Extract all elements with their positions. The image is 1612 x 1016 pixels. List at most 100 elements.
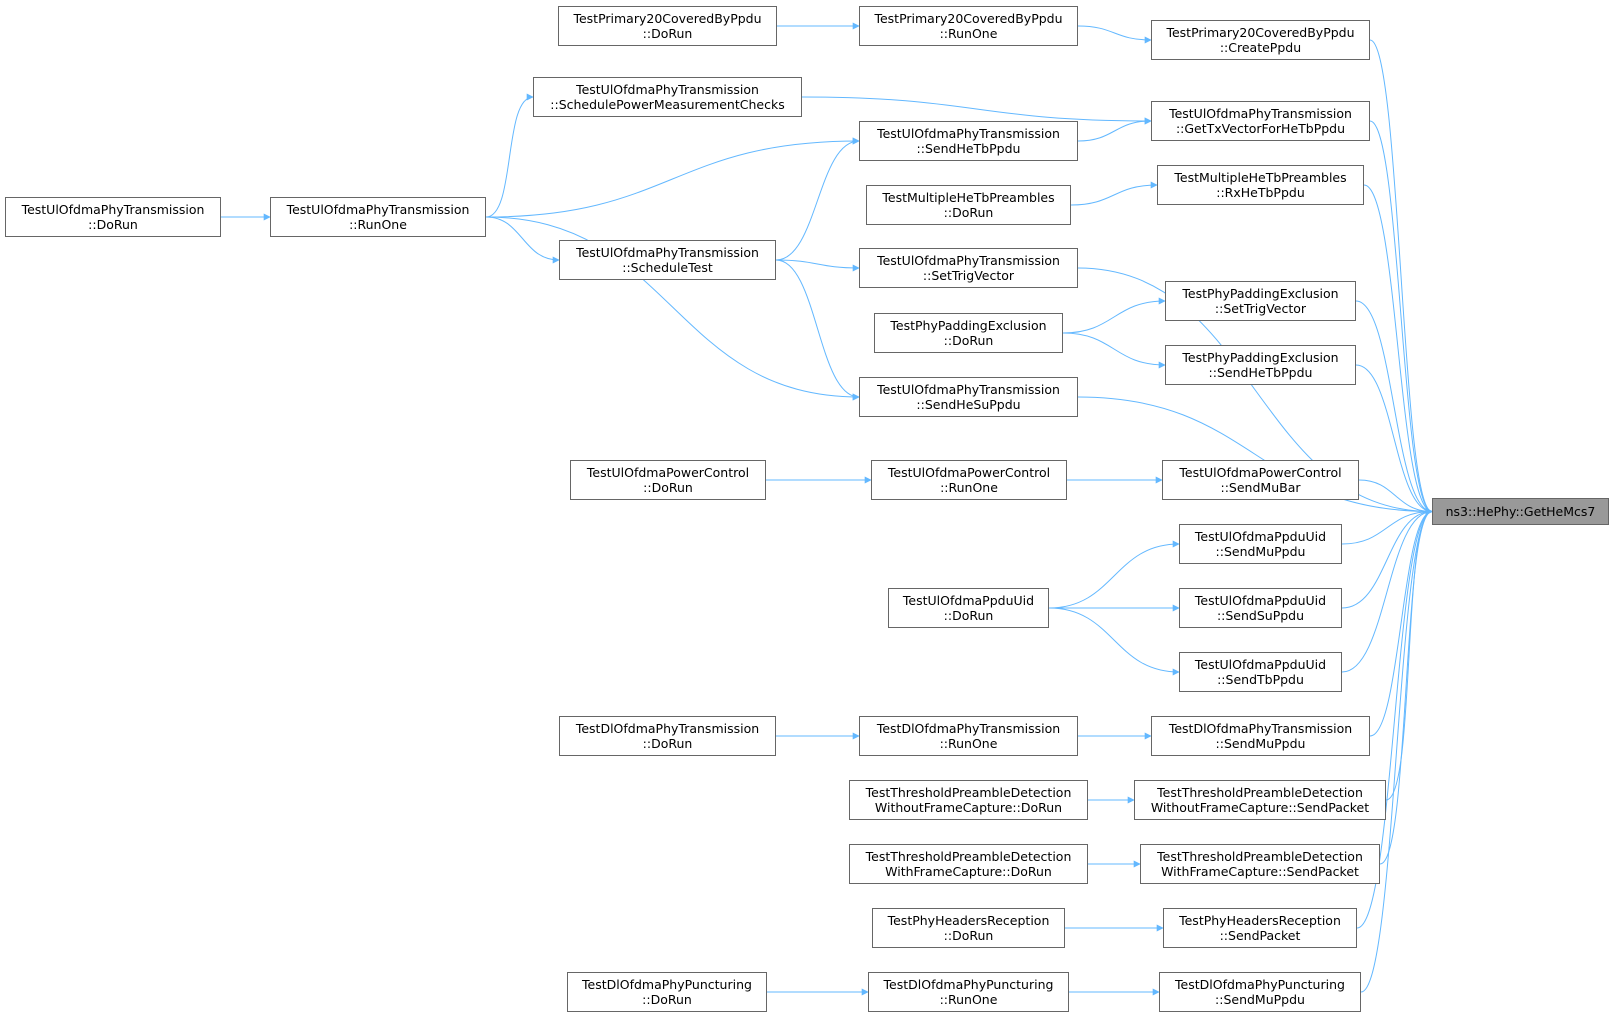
node-n22[interactable]: TestUlOfdmaPpduUid ::SendSuPpdu <box>1179 588 1342 628</box>
node-n16[interactable]: TestUlOfdmaPhyTransmission ::SendHeSuPpd… <box>859 377 1078 417</box>
node-n20[interactable]: TestUlOfdmaPpduUid ::SendMuPpdu <box>1179 524 1342 564</box>
node-n25[interactable]: TestDlOfdmaPhyTransmission ::RunOne <box>859 716 1078 756</box>
node-n20-line1: TestUlOfdmaPpduUid <box>1194 529 1327 544</box>
node-n33-line2: ::SendMuPpdu <box>1215 992 1305 1007</box>
node-n10[interactable]: TestMultipleHeTbPreambles ::RxHeTbPpdu <box>1157 165 1364 205</box>
node-n26[interactable]: TestDlOfdmaPhyTransmission ::DoRun <box>559 716 776 756</box>
node-n31[interactable]: TestPhyHeadersReception ::SendPacket <box>1163 908 1357 948</box>
node-root-label: ns3::HePhy::GetHeMcs7 <box>1445 504 1596 519</box>
node-n10-line2: ::RxHeTbPpdu <box>1216 185 1305 200</box>
node-n30[interactable]: TestThresholdPreambleDetection WithFrame… <box>849 844 1088 884</box>
edge-n9-to-n12 <box>775 259 860 272</box>
node-n27[interactable]: TestThresholdPreambleDetection WithoutFr… <box>1134 780 1386 820</box>
node-n29[interactable]: TestThresholdPreambleDetection WithFrame… <box>1140 844 1380 884</box>
node-n28-line1: TestThresholdPreambleDetection <box>865 785 1072 800</box>
node-n13-line2: ::SetTrigVector <box>1214 301 1307 316</box>
node-n25-line2: ::RunOne <box>939 736 998 751</box>
node-n29-line1: TestThresholdPreambleDetection <box>1157 849 1363 864</box>
node-n12[interactable]: TestUlOfdmaPhyTransmission ::SetTrigVect… <box>859 248 1078 288</box>
node-n34-line1: TestDlOfdmaPhyPuncturing <box>883 977 1054 992</box>
edge-n20-to-root <box>1341 508 1433 545</box>
node-n29-line2: WithFrameCapture::SendPacket <box>1161 864 1359 879</box>
node-n35[interactable]: TestDlOfdmaPhyPuncturing ::DoRun <box>567 972 767 1012</box>
node-n3-line2: ::DoRun <box>642 26 693 41</box>
node-n3-line1: TestPrimary20CoveredByPpdu <box>573 11 762 26</box>
node-n17[interactable]: TestUlOfdmaPowerControl ::SendMuBar <box>1162 460 1359 500</box>
node-n14-line2: ::DoRun <box>943 333 994 348</box>
node-n7[interactable]: TestUlOfdmaPhyTransmission ::DoRun <box>5 197 221 237</box>
node-n7-line2: ::DoRun <box>88 217 138 232</box>
node-n6[interactable]: TestUlOfdmaPhyTransmission ::RunOne <box>270 197 486 237</box>
node-n15-line2: ::SendHeTbPpdu <box>1208 365 1313 380</box>
edge-n17-to-root <box>1358 479 1433 515</box>
node-n8-line2: ::SendHeTbPpdu <box>916 141 1021 156</box>
node-n13-line1: TestPhyPaddingExclusion <box>1182 286 1339 301</box>
node-n19[interactable]: TestUlOfdmaPowerControl ::DoRun <box>570 460 766 500</box>
edge-n9-to-n8 <box>775 137 860 261</box>
node-n34[interactable]: TestDlOfdmaPhyPuncturing ::RunOne <box>868 972 1069 1012</box>
edge-n9-to-n16 <box>775 259 860 401</box>
node-n1[interactable]: TestPrimary20CoveredByPpdu ::CreatePpdu <box>1151 20 1370 60</box>
edge-n16-to-root <box>1077 396 1433 515</box>
edge-n5-to-n4 <box>801 96 1152 125</box>
edge-n14-to-n13 <box>1062 297 1166 334</box>
node-n5[interactable]: TestUlOfdmaPhyTransmission ::SchedulePow… <box>533 77 802 117</box>
node-n33[interactable]: TestDlOfdmaPhyPuncturing ::SendMuPpdu <box>1159 972 1361 1012</box>
node-n27-line2: WithoutFrameCapture::SendPacket <box>1150 800 1370 815</box>
node-n33-line1: TestDlOfdmaPhyPuncturing <box>1175 977 1345 992</box>
node-n18-line1: TestUlOfdmaPowerControl <box>887 465 1051 480</box>
node-n23[interactable]: TestUlOfdmaPpduUid ::SendTbPpdu <box>1179 652 1342 692</box>
node-n2[interactable]: TestPrimary20CoveredByPpdu ::RunOne <box>859 6 1078 46</box>
node-n2-line2: ::RunOne <box>939 26 998 41</box>
edge-n21-to-n23 <box>1048 607 1180 676</box>
node-n31-line1: TestPhyHeadersReception <box>1179 913 1341 928</box>
node-n11-line2: ::DoRun <box>943 205 994 220</box>
edge-n6-to-n5 <box>485 93 534 218</box>
node-n15[interactable]: TestPhyPaddingExclusion ::SendHeTbPpdu <box>1165 345 1356 385</box>
node-n9-line1: TestUlOfdmaPhyTransmission <box>576 245 759 260</box>
node-n17-line1: TestUlOfdmaPowerControl <box>1179 465 1342 480</box>
node-n21-line2: ::DoRun <box>943 608 994 623</box>
node-n21[interactable]: TestUlOfdmaPpduUid ::DoRun <box>888 588 1049 628</box>
node-n9[interactable]: TestUlOfdmaPhyTransmission ::ScheduleTes… <box>559 240 776 280</box>
node-n28[interactable]: TestThresholdPreambleDetection WithoutFr… <box>849 780 1088 820</box>
edge-n4-to-root <box>1369 120 1433 515</box>
node-root[interactable]: ns3::HePhy::GetHeMcs7 <box>1432 498 1609 525</box>
node-n4[interactable]: TestUlOfdmaPhyTransmission ::GetTxVector… <box>1151 101 1370 141</box>
edge-n33-to-root <box>1360 508 1433 993</box>
edge-n29-to-root <box>1379 508 1433 865</box>
edge-n31-to-root <box>1356 508 1433 929</box>
node-n8[interactable]: TestUlOfdmaPhyTransmission ::SendHeTbPpd… <box>859 121 1078 161</box>
node-n24-line1: TestDlOfdmaPhyTransmission <box>1168 721 1353 736</box>
edge-n14-to-n15 <box>1062 332 1166 369</box>
node-n32[interactable]: TestPhyHeadersReception ::DoRun <box>872 908 1065 948</box>
edge-n22-to-root <box>1341 508 1433 609</box>
edge-n6-to-n9 <box>485 216 560 264</box>
node-n14[interactable]: TestPhyPaddingExclusion ::DoRun <box>874 313 1063 353</box>
node-n11[interactable]: TestMultipleHeTbPreambles ::DoRun <box>866 185 1071 225</box>
node-n18[interactable]: TestUlOfdmaPowerControl ::RunOne <box>871 460 1067 500</box>
node-n12-line1: TestUlOfdmaPhyTransmission <box>877 253 1060 268</box>
node-n13[interactable]: TestPhyPaddingExclusion ::SetTrigVector <box>1165 281 1356 321</box>
node-n2-line1: TestPrimary20CoveredByPpdu <box>874 11 1063 26</box>
edge-n13-to-root <box>1355 300 1433 515</box>
node-n24[interactable]: TestDlOfdmaPhyTransmission ::SendMuPpdu <box>1151 716 1370 756</box>
edge-n24-to-root <box>1369 508 1433 737</box>
node-n32-line1: TestPhyHeadersReception <box>887 913 1050 928</box>
node-n4-line2: ::GetTxVectorForHeTbPpdu <box>1175 121 1346 136</box>
node-n20-line2: ::SendMuPpdu <box>1215 544 1306 559</box>
edge-n10-to-root <box>1363 184 1433 515</box>
node-n10-line1: TestMultipleHeTbPreambles <box>1174 170 1347 185</box>
node-n26-line1: TestDlOfdmaPhyTransmission <box>575 721 760 736</box>
node-n1-line1: TestPrimary20CoveredByPpdu <box>1166 25 1355 40</box>
node-n35-line1: TestDlOfdmaPhyPuncturing <box>582 977 752 992</box>
node-n21-line1: TestUlOfdmaPpduUid <box>902 593 1035 608</box>
node-n27-line1: TestThresholdPreambleDetection <box>1157 785 1363 800</box>
node-n19-line1: TestUlOfdmaPowerControl <box>586 465 750 480</box>
node-n3[interactable]: TestPrimary20CoveredByPpdu ::DoRun <box>558 6 777 46</box>
node-n30-line2: WithFrameCapture::DoRun <box>885 864 1052 879</box>
node-n22-line1: TestUlOfdmaPpduUid <box>1194 593 1327 608</box>
edge-n1-to-root <box>1369 39 1433 515</box>
node-n23-line1: TestUlOfdmaPpduUid <box>1194 657 1327 672</box>
